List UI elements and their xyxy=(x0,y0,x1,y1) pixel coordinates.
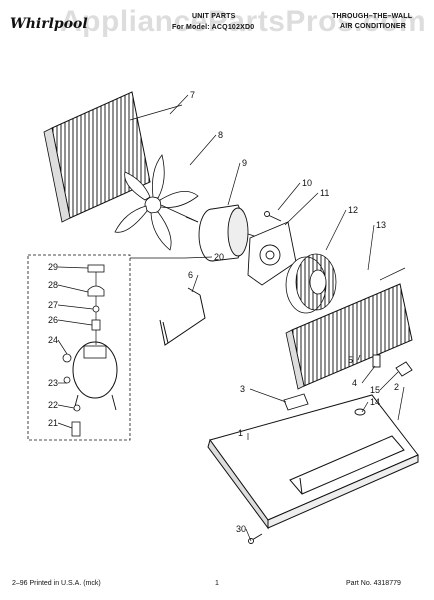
clip xyxy=(395,361,413,377)
callout-label-28: 28 xyxy=(48,280,58,290)
callout-leader-3 xyxy=(249,388,287,403)
callout-leader-21 xyxy=(57,422,73,429)
callout-label-1: 1 xyxy=(238,428,243,438)
base-pan xyxy=(207,394,419,530)
callout-label-8: 8 xyxy=(218,130,223,140)
callout-leader-8 xyxy=(189,134,217,166)
compressor-parts-group xyxy=(27,254,185,441)
condenser-coil xyxy=(43,91,183,223)
watermark: AppliancePartsPros.com xyxy=(60,5,427,38)
brand-logo: Whirlpool xyxy=(10,16,88,32)
footer-part-number: Part No. 4318779 xyxy=(346,580,401,587)
callout-leader-20 xyxy=(184,256,213,259)
motor-mount xyxy=(247,221,297,286)
callout-leader-9 xyxy=(227,162,241,206)
callout-label-14: 14 xyxy=(370,397,380,407)
callout-leader-2 xyxy=(397,386,405,421)
callout-leader-15 xyxy=(379,371,399,391)
blower-wheel xyxy=(285,253,337,314)
callout-label-11: 11 xyxy=(320,188,329,198)
callout-label-12: 12 xyxy=(348,205,358,215)
callout-leader-27 xyxy=(57,304,94,310)
mounting-screw xyxy=(248,533,263,544)
callout-leader-26 xyxy=(57,319,93,326)
spacer xyxy=(372,354,381,368)
callout-label-3: 3 xyxy=(240,384,245,394)
callout-leader-22 xyxy=(57,404,75,409)
footer-print-info: 2–96 Printed in U.S.A. (mck) xyxy=(12,580,101,587)
callout-leader-12 xyxy=(325,209,347,251)
callout-label-9: 9 xyxy=(242,158,247,168)
callout-leader-6 xyxy=(191,274,199,293)
fan-blade xyxy=(114,154,199,251)
callout-label-15: 15 xyxy=(370,385,380,395)
callout-leader-4 xyxy=(361,365,376,384)
callout-leader-30 xyxy=(245,528,252,542)
callout-label-5: 5 xyxy=(348,355,353,365)
callout-leader-24 xyxy=(57,339,68,355)
callout-label-26: 26 xyxy=(48,315,58,325)
callout-label-30: 30 xyxy=(236,524,246,534)
callout-label-10: 10 xyxy=(302,178,312,188)
callout-leader-10 xyxy=(277,182,301,211)
callout-label-27: 27 xyxy=(48,300,58,310)
callout-label-20: 20 xyxy=(214,252,224,262)
page-title: UNIT PARTS xyxy=(192,13,236,20)
fan-motor xyxy=(185,204,267,262)
callout-label-4: 4 xyxy=(352,378,357,388)
product-line-2: AIR CONDITIONER xyxy=(340,23,406,30)
callout-leader-28 xyxy=(57,284,89,293)
coil-bracket xyxy=(159,287,206,346)
callout-label-21: 21 xyxy=(48,418,58,428)
callout-leader-14 xyxy=(361,401,369,413)
callout-leader-29 xyxy=(57,266,89,269)
callout-leader-7 xyxy=(169,94,189,115)
footer-page-number: 1 xyxy=(215,580,219,587)
callout-leader-11 xyxy=(284,192,319,226)
product-line-1: THROUGH–THE–WALL xyxy=(332,13,413,20)
screw xyxy=(264,211,282,222)
callout-label-22: 22 xyxy=(48,400,58,410)
callout-label-7: 7 xyxy=(190,90,195,100)
callout-leader-5 xyxy=(357,354,361,361)
callout-leader-13 xyxy=(367,224,375,271)
callout-label-23: 23 xyxy=(48,378,58,388)
callout-label-24: 24 xyxy=(48,335,58,345)
model-line: For Model: ACQ102XD0 xyxy=(172,24,255,31)
drain-block xyxy=(283,393,309,411)
callout-label-29: 29 xyxy=(48,262,58,272)
callout-label-2: 2 xyxy=(394,382,399,392)
callout-label-13: 13 xyxy=(376,220,386,230)
callout-label-6: 6 xyxy=(188,270,193,280)
evaporator-coil xyxy=(285,267,413,390)
